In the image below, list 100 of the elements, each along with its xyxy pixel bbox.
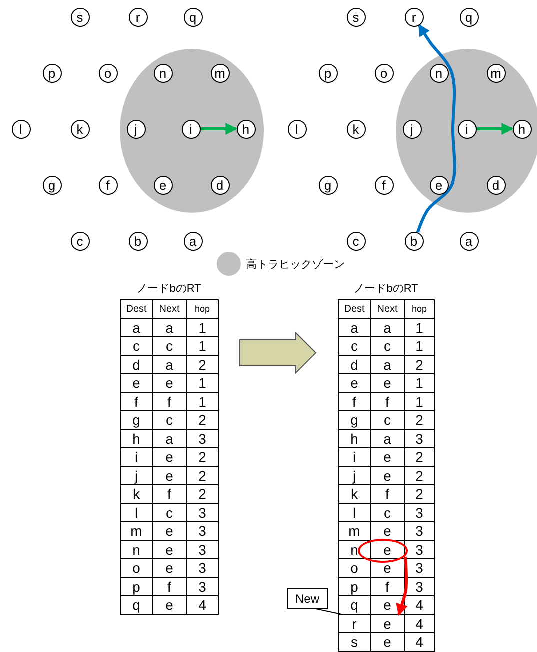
- table-text: e: [382, 540, 392, 560]
- network-node: a: [460, 232, 478, 250]
- network-node: o: [98, 64, 118, 82]
- table-text: 2: [414, 466, 424, 486]
- table-text: 3: [414, 522, 424, 541]
- network-node: k: [346, 120, 366, 138]
- column-header: hop: [194, 303, 212, 316]
- table-text: e: [164, 596, 174, 615]
- table-text: c: [132, 337, 141, 356]
- table-text: c: [383, 337, 392, 356]
- network-node: c: [70, 232, 90, 250]
- table-text: e: [382, 522, 392, 541]
- arrow: [396, 556, 408, 616]
- table-text: g: [132, 411, 142, 430]
- table-text: e: [164, 540, 174, 560]
- network-node: q: [460, 8, 478, 26]
- table-text: f: [352, 392, 358, 412]
- arrow: [200, 123, 238, 135]
- column-header: Dest: [343, 302, 366, 317]
- table-text: e: [350, 374, 360, 393]
- network-node: a: [184, 232, 202, 250]
- table-text: e: [164, 559, 174, 578]
- table-text: 1: [198, 392, 208, 412]
- table-text: k: [132, 485, 141, 504]
- column-header: hop: [410, 303, 428, 316]
- table-text: a: [164, 318, 174, 338]
- table-text: e: [132, 374, 142, 393]
- table-text: 3: [414, 559, 424, 578]
- table-text: l: [352, 504, 358, 522]
- table-text: a: [164, 430, 174, 448]
- network-node: b: [128, 232, 148, 250]
- table-text: 3: [198, 578, 208, 596]
- table-text: g: [350, 411, 360, 430]
- table-text: 2: [414, 448, 424, 467]
- network-node: o: [374, 64, 394, 82]
- table-text: 2: [414, 485, 424, 504]
- network-node: p: [318, 64, 338, 82]
- table-text: 1: [414, 374, 424, 393]
- network-node: l: [12, 120, 30, 138]
- table-text: a: [350, 318, 360, 338]
- table-text: 1: [198, 318, 208, 338]
- highlight-ellipse: [358, 539, 408, 563]
- table-text: 4: [414, 596, 424, 615]
- table-text: s: [350, 633, 359, 652]
- table-text: 1: [414, 392, 424, 412]
- table-text: n: [350, 540, 360, 560]
- table-text: 2: [198, 485, 208, 504]
- network-node: q: [184, 8, 202, 26]
- table-text: a: [382, 430, 392, 448]
- table-text: d: [132, 356, 142, 374]
- network-node: p: [42, 64, 62, 82]
- table-text: f: [166, 485, 172, 504]
- table-text: 2: [414, 411, 424, 430]
- table-text: 4: [198, 596, 208, 615]
- table-text: j: [352, 466, 358, 486]
- table-text: 3: [414, 578, 424, 596]
- callout-box: New: [287, 588, 328, 609]
- network-node: f: [98, 176, 118, 194]
- network-node: r: [404, 8, 424, 26]
- table-text: 3: [198, 522, 208, 541]
- table-text: a: [382, 318, 392, 338]
- table-text: f: [384, 485, 390, 504]
- column-header: Next: [158, 302, 181, 317]
- table-text: e: [370, 614, 405, 634]
- table-text: m: [130, 522, 144, 541]
- table-text: e: [164, 374, 174, 393]
- table-text: f: [134, 392, 140, 412]
- table-text: h: [350, 430, 360, 448]
- table-text: 3: [198, 559, 208, 578]
- network-node: r: [128, 8, 148, 26]
- table-text: c: [383, 504, 392, 522]
- table-text: i: [352, 448, 358, 467]
- table-text: e: [382, 633, 392, 652]
- legend-text: 高トラヒックゾーン: [246, 258, 345, 272]
- network-node: b: [404, 232, 424, 250]
- table-text: c: [383, 411, 392, 430]
- arrow: [416, 24, 456, 233]
- table-text: 3: [198, 430, 208, 448]
- table-text: k: [350, 485, 359, 504]
- table-text: e: [164, 522, 174, 541]
- network-node: f: [374, 176, 394, 194]
- table-text: m: [348, 522, 362, 541]
- table-text: e: [164, 466, 174, 486]
- table-text: 1: [198, 374, 208, 393]
- table-text: h: [132, 430, 142, 448]
- table-text: c: [165, 504, 174, 522]
- table-text: 2: [198, 411, 208, 430]
- table-text: e: [164, 448, 174, 467]
- table-text: n: [132, 540, 142, 560]
- table-text: 3: [414, 430, 424, 448]
- arrow: [476, 123, 514, 135]
- table-text: 4: [414, 614, 424, 634]
- table-text: f: [384, 392, 390, 412]
- table-text: e: [382, 596, 392, 615]
- table-text: 2: [198, 356, 208, 374]
- table-text: e: [382, 466, 392, 486]
- table-text: 2: [414, 356, 424, 374]
- table-text: 3: [414, 540, 424, 560]
- table-text: 2: [198, 448, 208, 467]
- column-header: Dest: [125, 302, 148, 317]
